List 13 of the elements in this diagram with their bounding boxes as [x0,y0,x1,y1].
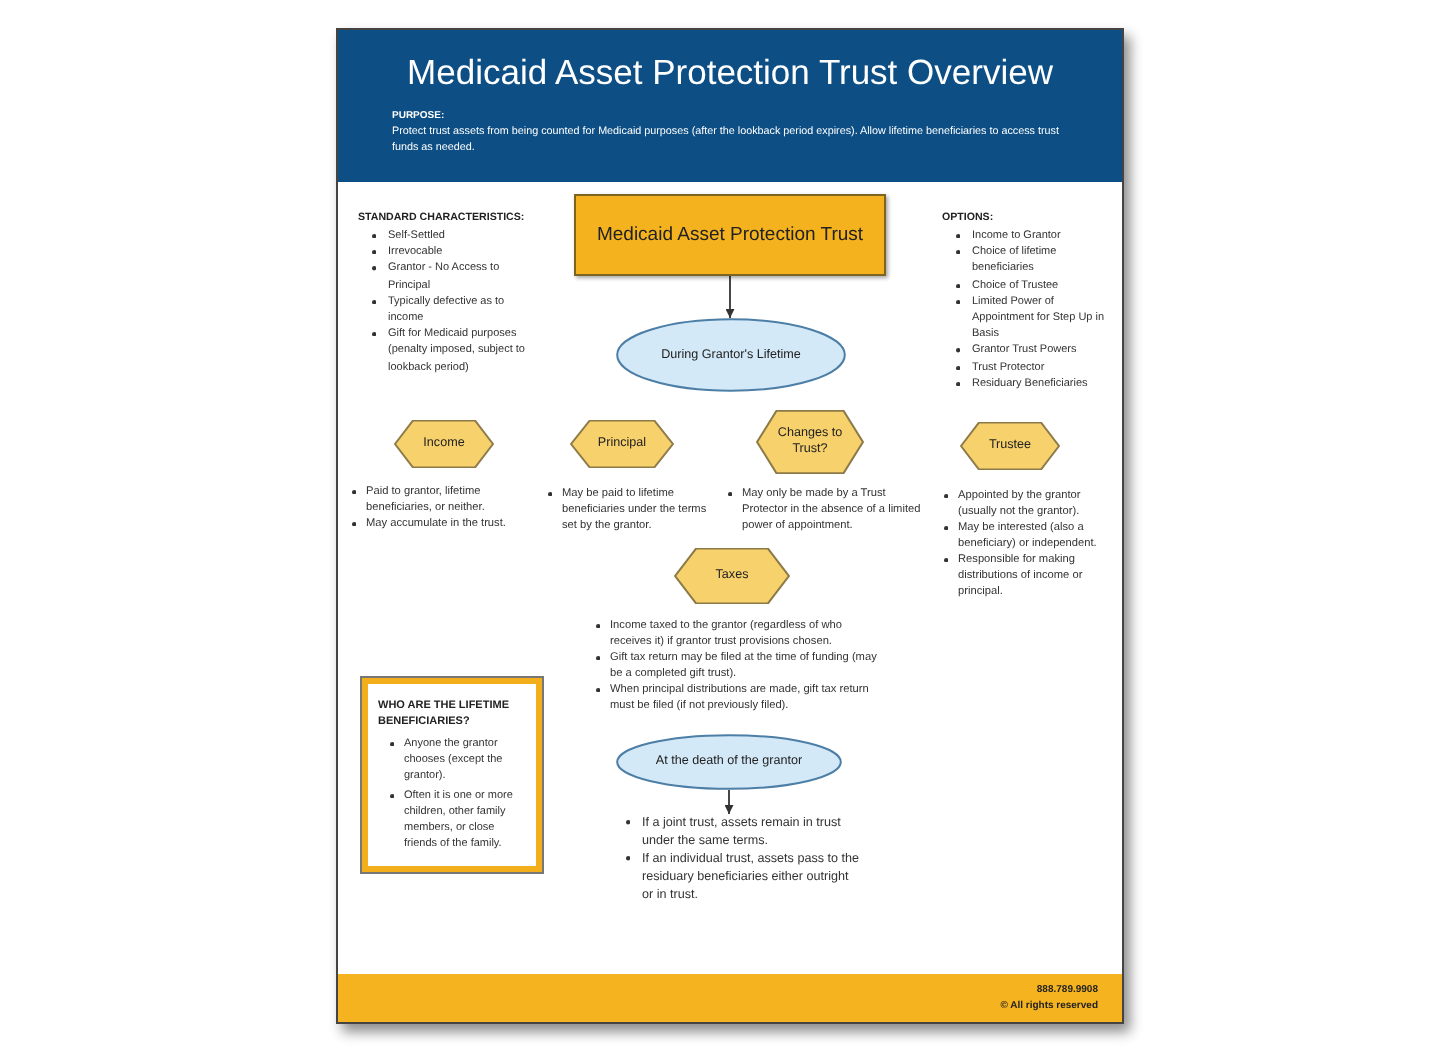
trust-title-box [574,194,886,276]
topic-hexagon [674,548,790,604]
stage-ellipse [616,734,842,790]
topic-hexagon [756,410,864,474]
arrow [724,789,734,815]
topic-hexagon [394,420,494,468]
topic-hexagon [570,420,674,468]
stage-ellipse [616,318,846,392]
arrow [725,275,735,319]
page-title: Medicaid Asset Protection Trust Overview [407,52,1053,92]
info-panel [362,678,542,872]
node-label: Medicaid Asset Protection Trust [596,223,864,247]
topic-hexagon [960,422,1060,470]
